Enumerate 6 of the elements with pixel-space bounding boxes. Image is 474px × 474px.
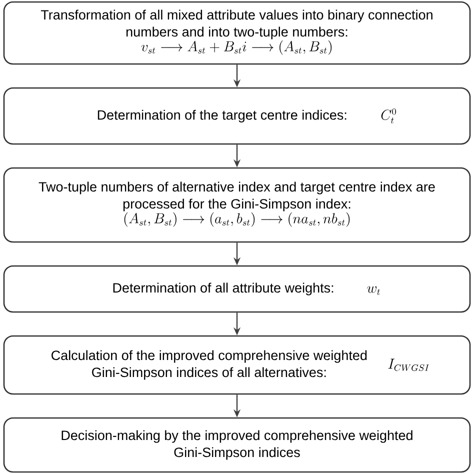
- process-box: Two-tuple numbers of alternative index and target centre index are processed for the Gini-Simpson index: $(A_{st},B_{st}) \longrightarrow (a_{st},b_{st}) \longrightarrow (na_{st},nb_{st})$: [3, 167, 471, 243]
- process-box: Determination of the target centre indices: $C_t^0$: [3, 87, 471, 145]
- process-box: Decision-making by the improved comprehensive weighted Gini-Simpson indices: [3, 417, 471, 473]
- process-box: Calculation of the improved comprehensive weighted Gini-Simpson indices of all alternatives: $I_{CWGSI}$: [3, 335, 471, 395]
- process-box: Determination of all attribute weights: $w_t$: [3, 265, 471, 313]
- process-box: Transformation of all mixed attribute values into binary connection numbers and into two-tuple numbers: $v_{st} \longrightarrow A_{st}+B_{st}i \longrightarrow (A_{st},B_{st})$: [3, 1, 471, 65]
